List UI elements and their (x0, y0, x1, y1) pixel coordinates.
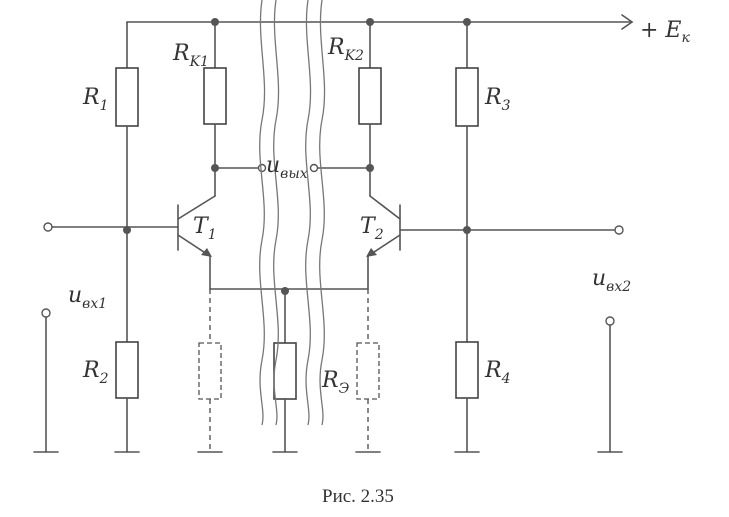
t2-label: T2 (360, 214, 384, 243)
dashed-emitter-resistor-left (197, 289, 223, 453)
r3-label: R3 (484, 85, 511, 114)
rk2-resistor (358, 67, 382, 125)
uin1-label: uвх1 (68, 283, 107, 312)
t2-transistor (366, 167, 401, 290)
supply-label: + Eк (640, 18, 691, 46)
r2-label: R2 (82, 358, 109, 387)
uout-label: uвых (266, 153, 308, 182)
break-lines (259, 0, 326, 426)
emitter-bus (209, 287, 369, 344)
rk1-resistor (203, 67, 227, 125)
input-2-ground-terminal (597, 316, 623, 453)
r1-resistor (115, 67, 139, 127)
supply-rail (126, 14, 634, 69)
r4-resistor (455, 341, 479, 399)
input-1-terminal (43, 222, 179, 234)
uin2-label: uвх2 (592, 266, 631, 295)
re-label: RЭ (321, 368, 350, 397)
input-1-ground-terminal (33, 308, 59, 453)
rk1-label: RK1 (172, 41, 209, 70)
output-terminals (214, 163, 371, 173)
input-2-terminal (399, 225, 624, 235)
r1-label: R1 (82, 85, 109, 114)
r4-label: R4 (484, 358, 511, 387)
rk2-label: RK2 (327, 35, 364, 64)
t1-transistor (177, 167, 216, 290)
t1-label: T1 (193, 214, 217, 243)
figure-caption: Рис. 2.35 (322, 486, 394, 507)
r3-resistor (455, 67, 479, 127)
dashed-emitter-resistor-right (355, 289, 381, 453)
r2-resistor (115, 341, 139, 399)
